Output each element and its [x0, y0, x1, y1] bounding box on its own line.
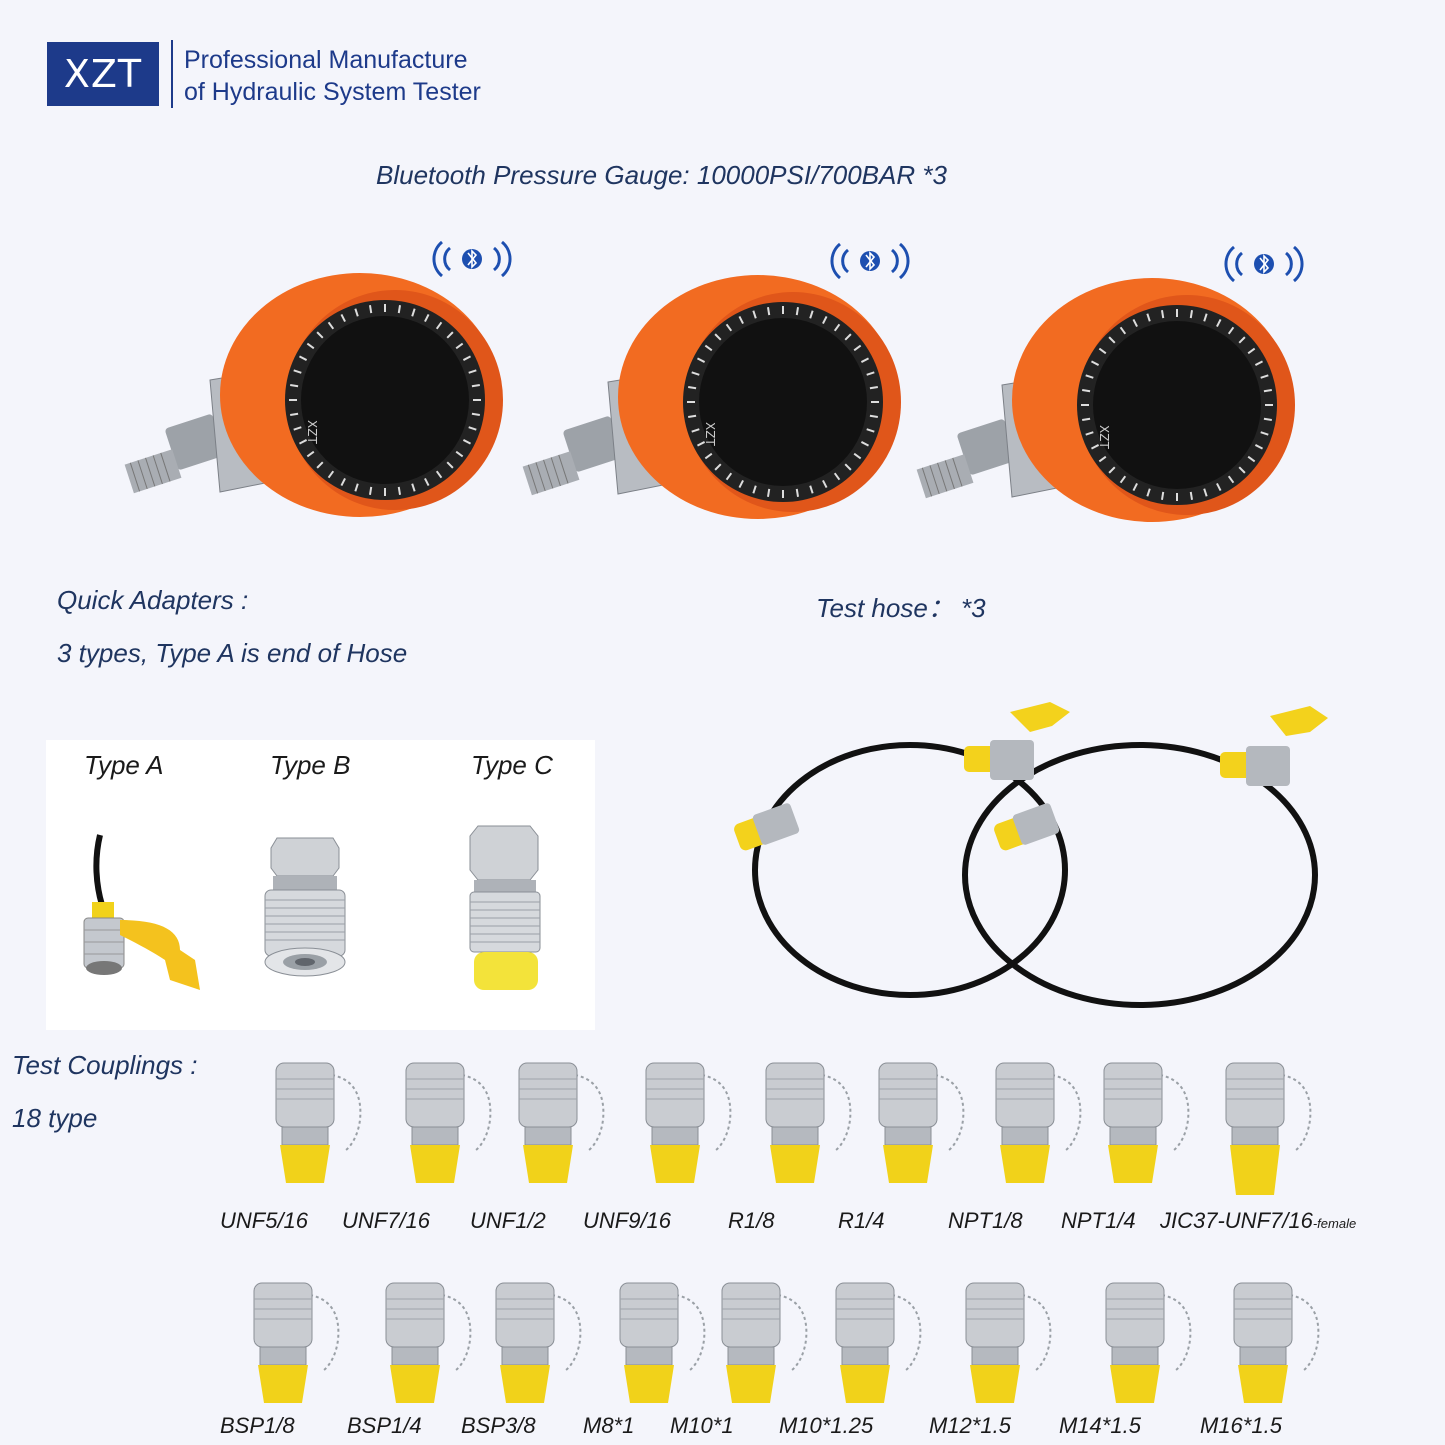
coupling-label: M10*1.25: [779, 1413, 874, 1438]
couplings-subtitle: 18 type: [12, 1103, 98, 1133]
test-hose-image: [720, 690, 1420, 1020]
coupling-label: R1/8: [728, 1208, 775, 1233]
pressure-gauge: XZT: [912, 235, 1312, 535]
coupling-label: JIC37-UNF7/16-female: [1160, 1208, 1356, 1234]
coupling-image: [952, 1275, 1062, 1415]
coupling-label: M8*1: [583, 1413, 635, 1438]
coupling-image: [1092, 1275, 1202, 1415]
coupling-image: [262, 1055, 372, 1195]
coupling-label: BSP1/4: [347, 1413, 422, 1438]
pressure-gauge: XZT: [120, 230, 520, 530]
coupling-image: [392, 1055, 502, 1195]
adapter-type-c-image: [460, 820, 560, 1000]
logo-divider: [171, 40, 173, 108]
tagline-line-1: Professional Manufacture: [184, 46, 468, 74]
bluetooth-signal-icon: [432, 240, 512, 278]
adapter-type-c-label: Type C: [471, 750, 553, 780]
coupling-label-main: JIC37-UNF7/16: [1160, 1208, 1313, 1233]
coupling-label: M10*1: [670, 1413, 734, 1438]
coupling-label: R1/4: [838, 1208, 885, 1233]
coupling-image: [1212, 1055, 1322, 1205]
coupling-label: UNF7/16: [342, 1208, 431, 1233]
coupling-image: [606, 1275, 716, 1415]
coupling-image: [822, 1275, 932, 1415]
hose-title: Test hose： *3: [816, 593, 986, 623]
coupling-label: BSP3/8: [461, 1413, 536, 1438]
logo-text: XZT: [63, 52, 143, 96]
adapters-subtitle: 3 types, Type A is end of Hose: [57, 638, 408, 668]
coupling-label: BSP1/8: [220, 1413, 295, 1438]
coupling-image: [865, 1055, 975, 1195]
adapter-type-a-image: [70, 830, 220, 1000]
coupling-image: [240, 1275, 350, 1415]
brand-tagline: Professional Manufacture of Hydraulic Sy…: [184, 44, 481, 108]
adapters-title: Quick Adapters :: [57, 585, 249, 615]
adapter-type-b-image: [255, 830, 355, 990]
bluetooth-signal-icon: [830, 242, 910, 280]
pressure-gauge: XZT: [518, 232, 918, 532]
coupling-label: NPT1/4: [1061, 1208, 1136, 1233]
coupling-label: M14*1.5: [1059, 1413, 1141, 1438]
coupling-label-suffix: -female: [1312, 1216, 1357, 1231]
coupling-label: M16*1.5: [1200, 1413, 1282, 1438]
couplings-title: Test Couplings :: [12, 1050, 198, 1080]
coupling-image: [1090, 1055, 1200, 1195]
coupling-image: [1220, 1275, 1330, 1415]
svg-text:XZT: XZT: [1097, 425, 1111, 449]
coupling-label: UNF1/2: [470, 1208, 546, 1233]
coupling-label: NPT1/8: [948, 1208, 1023, 1233]
brand-logo: XZT: [47, 42, 159, 106]
svg-text:XZT: XZT: [305, 420, 319, 444]
coupling-image: [482, 1275, 592, 1415]
coupling-image: [982, 1055, 1092, 1195]
coupling-image: [505, 1055, 615, 1195]
coupling-image: [372, 1275, 482, 1415]
coupling-image: [632, 1055, 742, 1195]
gauges-title: Bluetooth Pressure Gauge: 10000PSI/700BA…: [376, 160, 947, 190]
coupling-label: UNF5/16: [220, 1208, 309, 1233]
coupling-image: [752, 1055, 862, 1195]
coupling-label: UNF9/16: [583, 1208, 672, 1233]
coupling-image: [708, 1275, 818, 1415]
bluetooth-signal-icon: [1224, 245, 1304, 283]
coupling-label: M12*1.5: [929, 1413, 1011, 1438]
svg-text:XZT: XZT: [703, 422, 717, 446]
adapter-type-a-label: Type A: [84, 750, 164, 780]
adapter-type-b-label: Type B: [270, 750, 351, 780]
tagline-line-2: of Hydraulic System Tester: [184, 78, 481, 106]
